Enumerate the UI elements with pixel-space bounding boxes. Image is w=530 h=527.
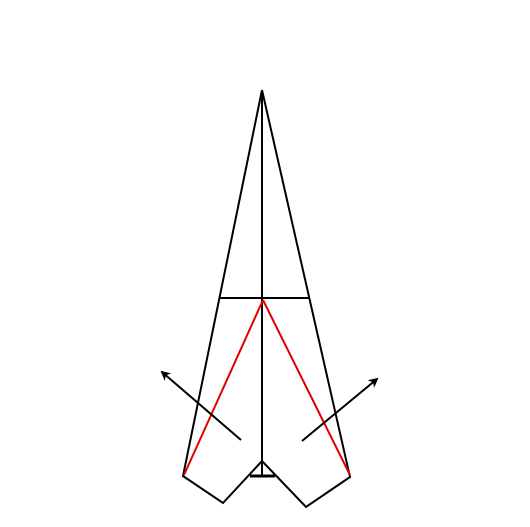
- red-fold-line-right: [262, 299, 351, 476]
- arrow-up-right: [301, 377, 379, 442]
- arrow-up-left: [160, 370, 242, 441]
- red-fold-line-left: [183, 299, 264, 476]
